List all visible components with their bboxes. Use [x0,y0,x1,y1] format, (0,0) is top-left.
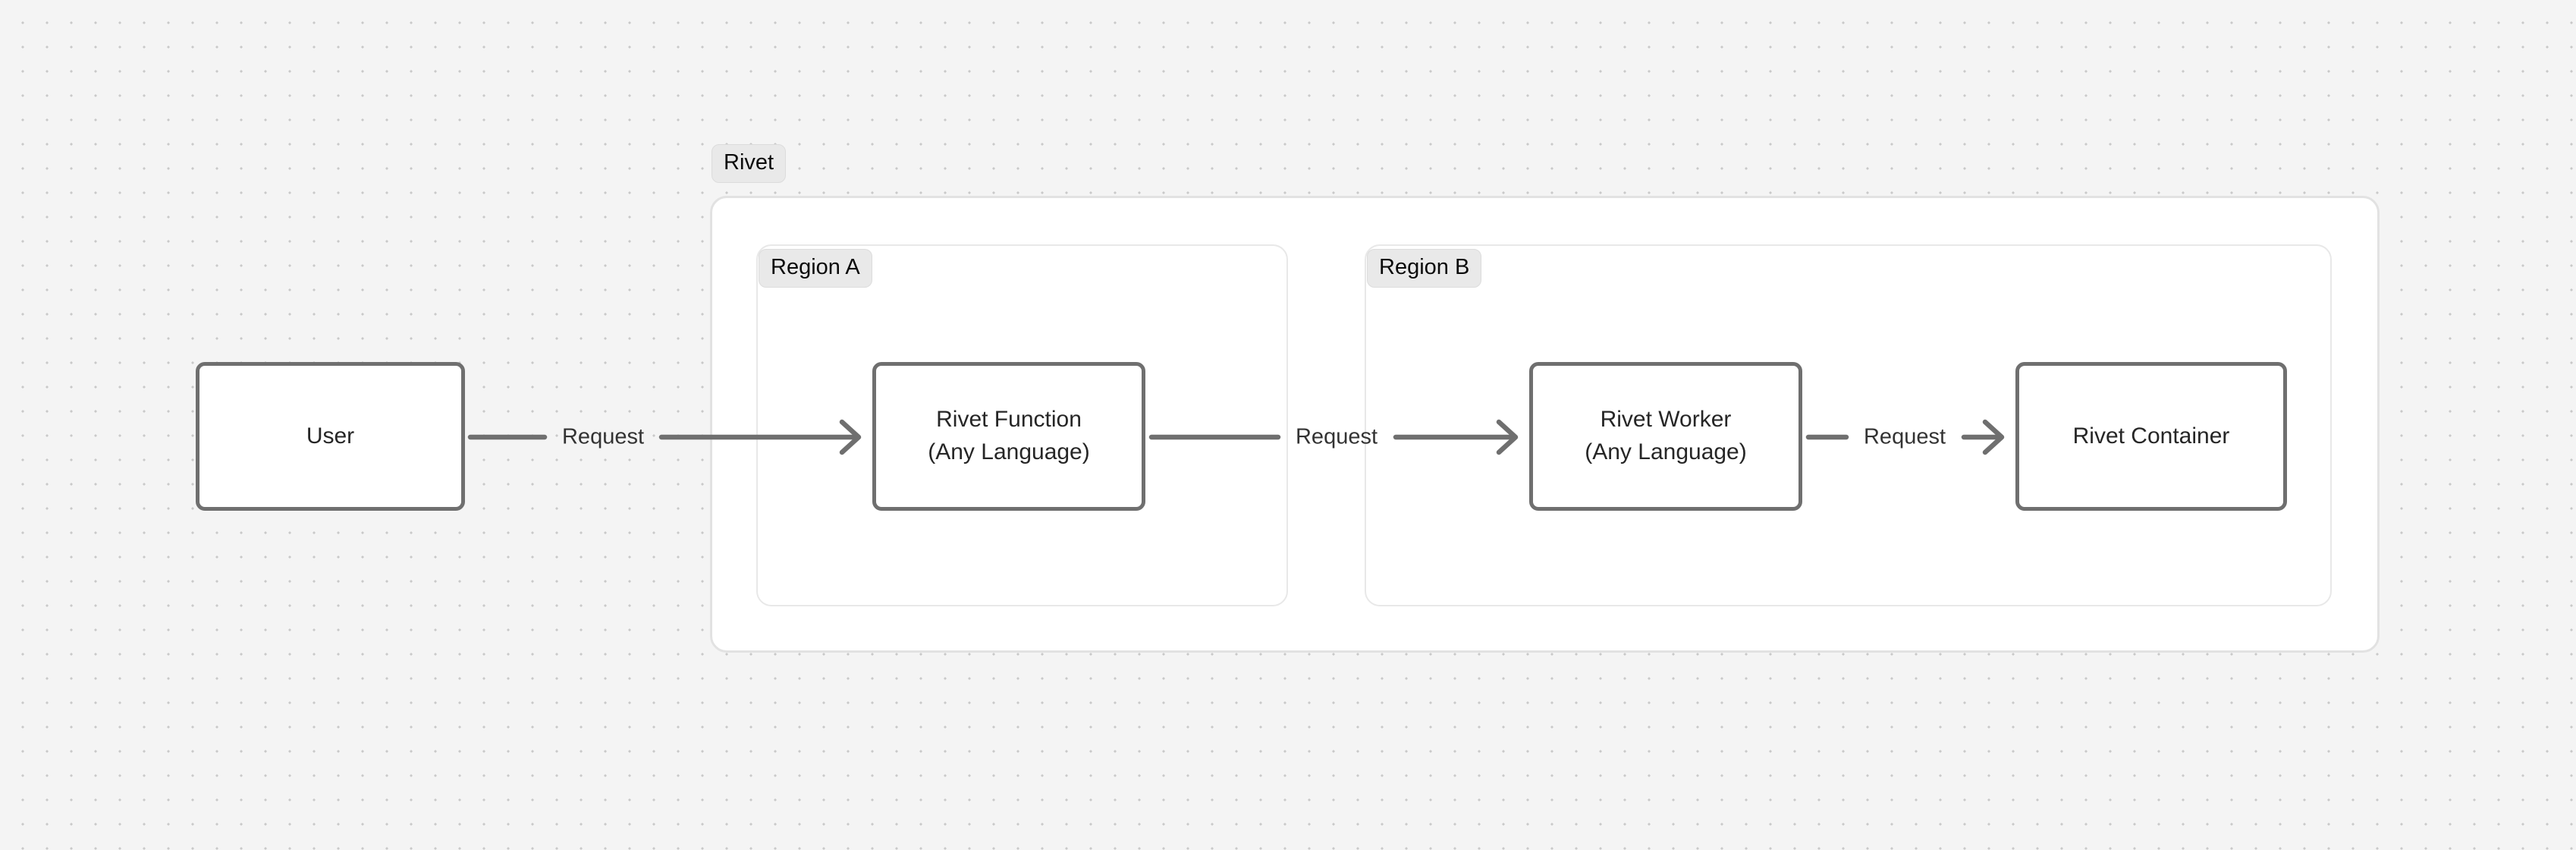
node-rivet-container-label-line1: Rivet Container [2072,423,2230,449]
cluster-label-rivet: Rivet [712,144,787,183]
node-rivet-function-label-line1: Rivet Function [936,407,1082,433]
edge-label-request-2: Request [1295,424,1378,449]
edge-rivet-function-to-rivet-worker [1148,419,1519,455]
node-rivet-function[interactable]: Rivet Function (Any Language) [872,362,1145,511]
cluster-label-region-b: Region B [1367,249,1482,288]
edge-rivet-worker-to-rivet-container [1805,419,2005,455]
node-rivet-worker-label-line1: Rivet Worker [1600,407,1732,433]
edge-label-request-1: Request [561,424,645,449]
edge-user-to-rivet-function [467,419,862,455]
node-rivet-worker-label-line2: (Any Language) [1585,439,1747,464]
node-user[interactable]: User [196,362,465,511]
node-rivet-function-label-line2: (Any Language) [928,439,1090,464]
node-rivet-container[interactable]: Rivet Container [2015,362,2287,511]
node-user-label-line1: User [306,423,355,449]
cluster-label-region-a: Region A [759,249,872,288]
node-rivet-worker[interactable]: Rivet Worker (Any Language) [1529,362,1802,511]
edge-label-request-3: Request [1863,424,1946,449]
